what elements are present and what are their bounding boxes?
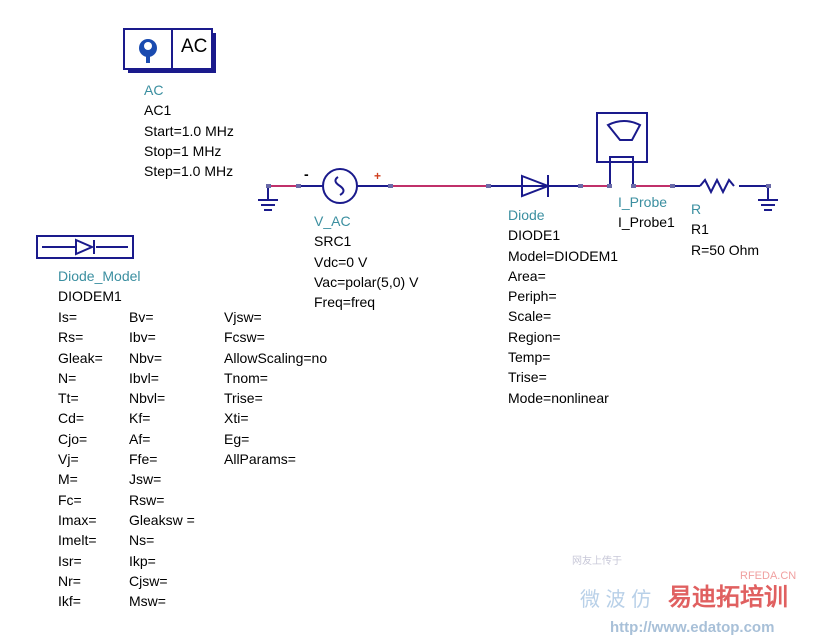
- watermark-top: 网友上传于: [572, 556, 622, 567]
- source-minus-label: -: [304, 166, 309, 182]
- probe-name: I_Probe1: [618, 214, 675, 231]
- probe-labels[interactable]: I_Probe I_Probe1: [618, 192, 675, 233]
- diode-param: Mode=nonlinear: [508, 389, 609, 406]
- diode-param: Model=DIODEM1: [508, 247, 619, 264]
- ac-param: Stop=1 MHz: [144, 142, 222, 159]
- diode-model-param: Fc=: [58, 491, 82, 508]
- diode-model-param: M=: [58, 471, 78, 488]
- diode-model-param: Cjo=: [58, 430, 88, 447]
- diode-model-param: Ibv=: [129, 329, 156, 346]
- diode-model-param: Ns=: [129, 532, 155, 549]
- diode-model-param: Cjsw=: [129, 572, 168, 589]
- diode-model-param: N=: [58, 369, 77, 386]
- diode-name: DIODE1: [508, 227, 561, 244]
- diode-model-param: Rs=: [58, 329, 84, 346]
- diode-model-param: Msw=: [129, 593, 166, 610]
- diode-model-param: Imax=: [58, 511, 97, 528]
- current-probe-symbol: [596, 112, 648, 163]
- diode-model-param: Xti=: [224, 410, 249, 427]
- diode-model-col1: Is= Rs= Gleak= N= Tt= Cd= Cjo= Vj= M= Fc= Imax= Ime…: [58, 307, 103, 611]
- ac-param: Start=1.0 MHz: [144, 122, 234, 139]
- diode-model-param: AllParams=: [224, 451, 296, 468]
- diode-model-col2: Bv= Ibv= Nbv= Ibvl= Nbvl= Kf= Af= Ffe= Jsw= Rsw= G…: [129, 307, 195, 611]
- diode-model-param: Nr=: [58, 572, 81, 589]
- diode-model-param: Vj=: [58, 451, 79, 468]
- source-plus-label: +: [374, 169, 382, 183]
- resistor-symbol: [699, 177, 735, 195]
- diode-param: Temp=: [508, 349, 551, 366]
- diode-model-param: Nbvl=: [129, 390, 166, 407]
- diode-model-param: Ikp=: [129, 552, 156, 569]
- diode-model-param: Ikf=: [58, 593, 81, 610]
- diode-model-param: Gleaksw =: [129, 511, 195, 528]
- diode-param: Periph=: [508, 288, 557, 305]
- diode-model-param: Tt=: [58, 390, 79, 407]
- diode-labels[interactable]: Diode DIODE1 Model=DIODEM1 Area= Periph=…: [508, 205, 618, 408]
- ac-sim-labels[interactable]: AC AC1 Start=1.0 MHz Stop=1 MHz Step=1.0…: [144, 80, 234, 181]
- ac-sim-icon[interactable]: [123, 28, 216, 73]
- diode-model-param: Nbv=: [129, 349, 163, 366]
- probe-type: I_Probe: [618, 194, 668, 210]
- diode-model-param: Trise=: [224, 390, 263, 407]
- diode-model-param: Rsw=: [129, 491, 165, 508]
- diode-model-param: Vjsw=: [224, 309, 262, 325]
- diode-param: Area=: [508, 267, 546, 284]
- source-param: Freq=freq: [314, 294, 376, 311]
- diode-param: Scale=: [508, 308, 552, 325]
- diode-model-param: Isr=: [58, 552, 82, 569]
- diode-model-name: DIODEM1: [58, 288, 122, 305]
- diode-model-param: Fcsw=: [224, 329, 265, 346]
- diode-model-type: Diode_Model: [58, 268, 141, 284]
- diode-symbol: [521, 174, 551, 198]
- diode-model-param: Cd=: [58, 410, 85, 427]
- diode-param: Region=: [508, 328, 561, 345]
- source-param: Vac=polar(5,0) V: [314, 273, 419, 290]
- diode-model-param: Ibvl=: [129, 369, 159, 386]
- diode-model-param: Bv=: [129, 309, 154, 325]
- ac-name: AC1: [144, 102, 172, 119]
- ac-param: Step=1.0 MHz: [144, 163, 234, 180]
- resistor-param: R=50 Ohm: [691, 241, 760, 258]
- watermark: 网友上传于 RFEDA.CN 微 波 仿 易迪拓培训 http://www.ed…: [570, 552, 819, 639]
- ac-type: AC: [144, 82, 164, 98]
- diode-model-param: Imelt=: [58, 532, 97, 549]
- diode-type: Diode: [508, 207, 545, 223]
- diode-model-header[interactable]: Diode_Model DIODEM1: [58, 266, 141, 307]
- watermark-brand: RFEDA.CN: [740, 570, 797, 582]
- diode-model-param: Kf=: [129, 410, 151, 427]
- watermark-cn1: 微 波 仿: [580, 589, 652, 611]
- watermark-cn2: 易迪拓培训: [668, 584, 788, 611]
- source-name: SRC1: [314, 233, 352, 250]
- resistor-labels[interactable]: R R1 R=50 Ohm: [691, 199, 759, 260]
- diode-model-param: Ffe=: [129, 451, 158, 468]
- diode-model-param: Is=: [58, 309, 78, 325]
- source-param: Vdc=0 V: [314, 253, 368, 270]
- resistor-name: R1: [691, 221, 709, 238]
- resistor-type: R: [691, 201, 702, 217]
- diode-model-symbol: [36, 235, 134, 259]
- diode-model-param: Gleak=: [58, 349, 103, 366]
- diode-model-param: Tnom=: [224, 369, 268, 386]
- source-type: V_AC: [314, 213, 351, 229]
- diode-model-param: AllowScaling=no: [224, 349, 328, 366]
- diode-model-param: Jsw=: [129, 471, 162, 488]
- source-labels[interactable]: V_AC SRC1 Vdc=0 V Vac=polar(5,0) V Freq=…: [314, 211, 418, 312]
- diode-param: Trise=: [508, 369, 547, 386]
- watermark-url: http://www.edatop.com: [610, 619, 775, 636]
- diode-model-param: Af=: [129, 430, 151, 447]
- ac-icon-label: AC: [181, 36, 208, 57]
- diode-model-param: Eg=: [224, 430, 250, 447]
